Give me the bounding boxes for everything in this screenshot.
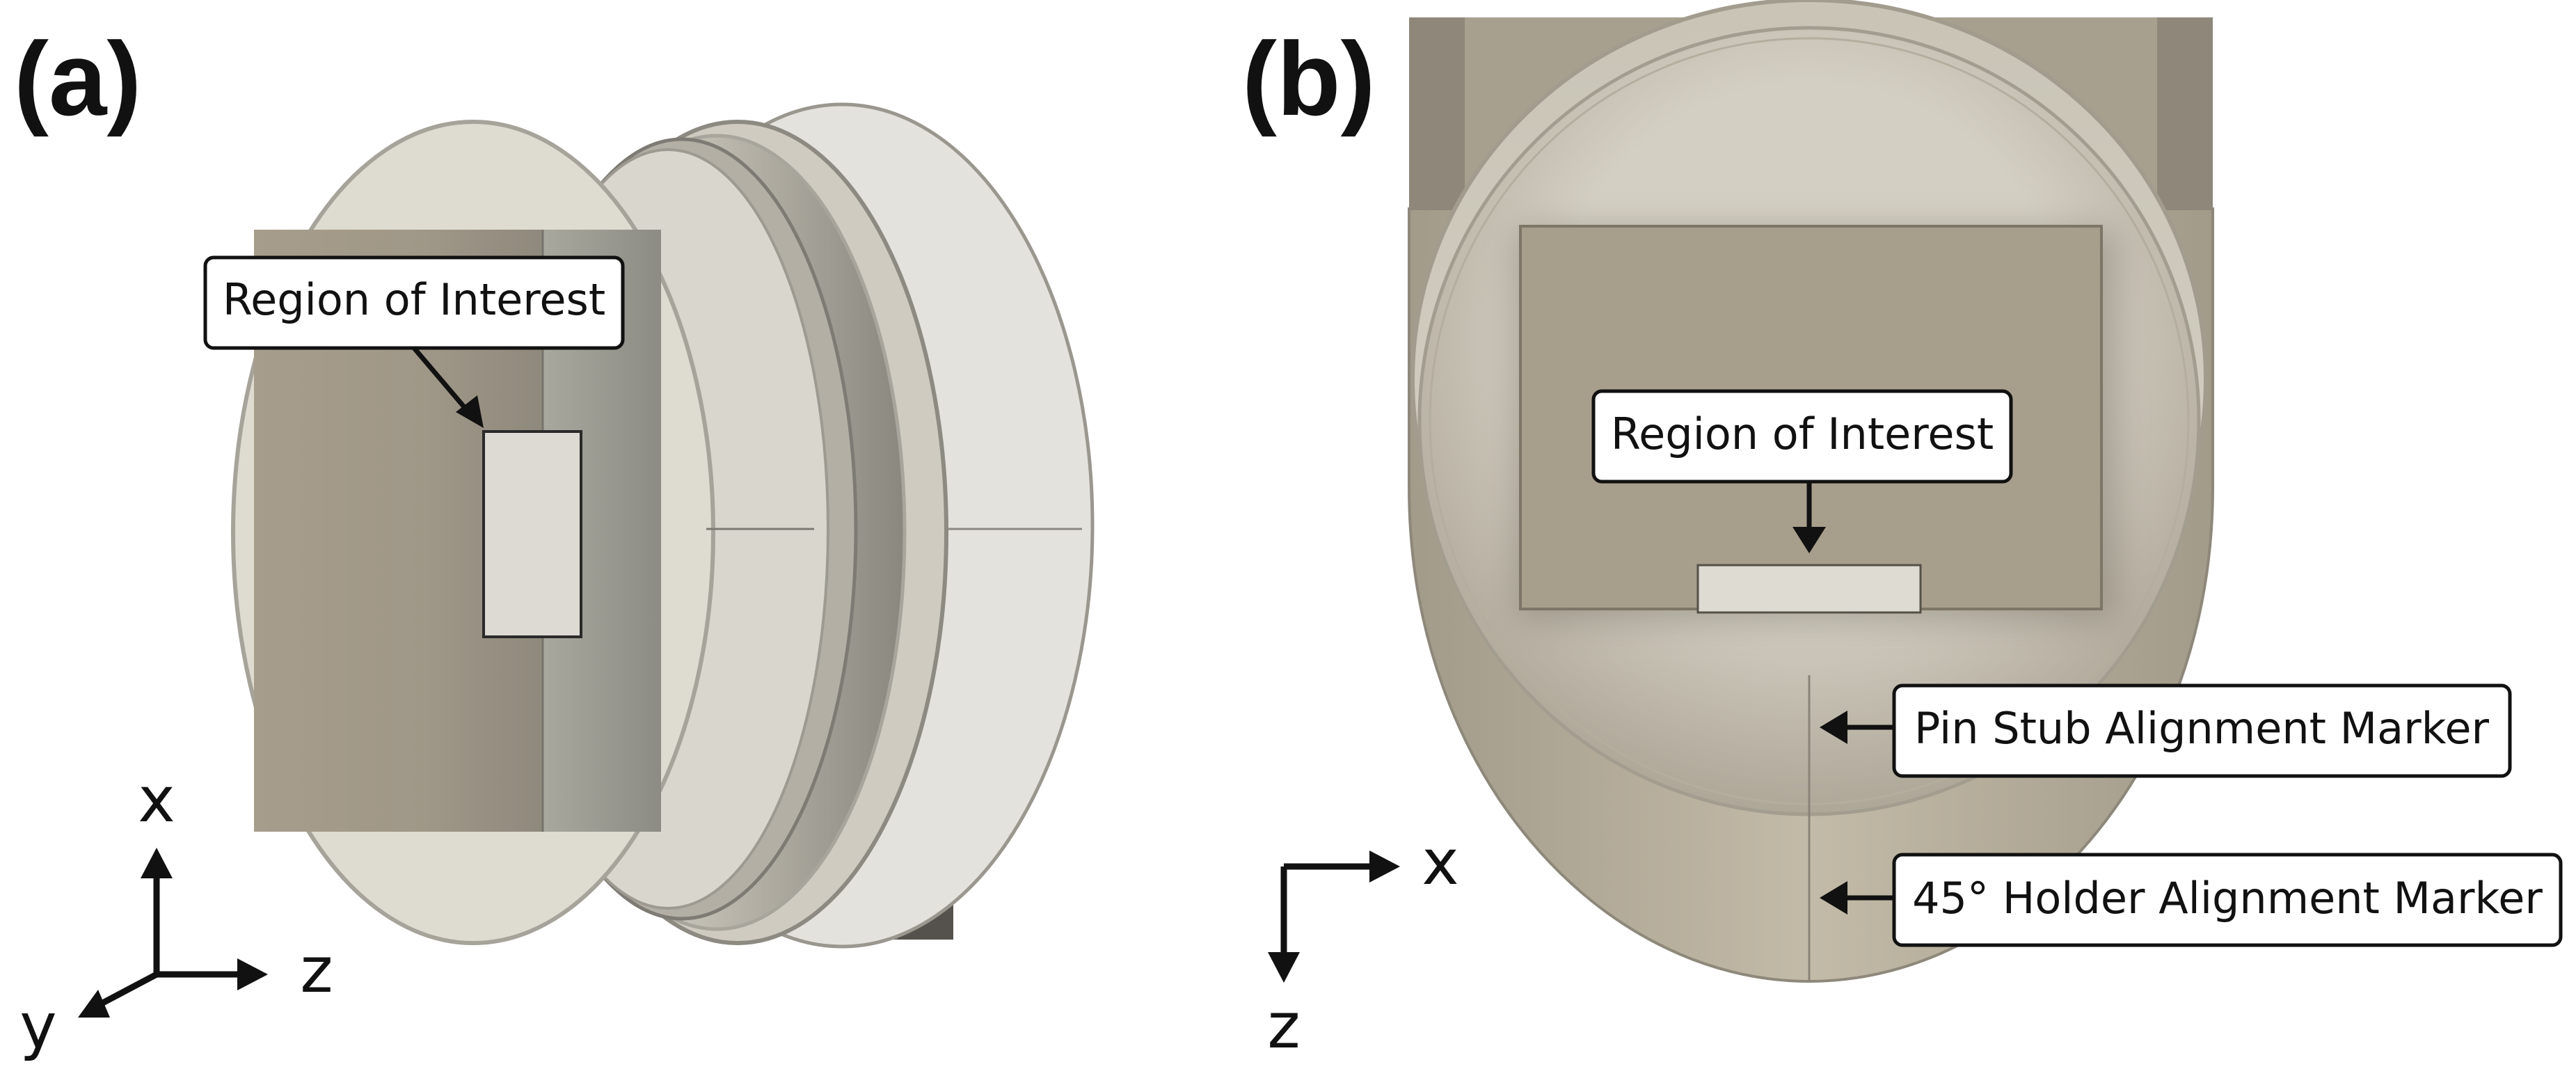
callout-roi-b-text: Region of Interest (1611, 409, 1994, 459)
axis-arrow-right-a (237, 958, 268, 990)
region-of-interest-a (482, 430, 582, 638)
callout-pin-stub-text: Pin Stub Alignment Marker (1914, 703, 2489, 754)
panel-b-label: (b) (1242, 20, 1376, 137)
callout-45-holder-text: 45° Holder Alignment Marker (1912, 873, 2543, 924)
axis-arrow-up-a (141, 848, 173, 878)
panel-b: (b) Region of Interest Pin Stub (1242, 0, 2563, 1063)
arrow-roi-a (412, 346, 475, 420)
axis-label-z-a: z (300, 934, 333, 1007)
axis-arrow-down-b (1268, 952, 1300, 983)
axes-a: x z y (19, 764, 333, 1063)
callout-roi-a: Region of Interest (203, 255, 625, 350)
axis-label-x-a: x (138, 764, 175, 837)
region-of-interest-b (1696, 564, 1922, 614)
axis-arrow-right-b (1369, 850, 1400, 883)
callout-roi-b: Region of Interest (1591, 389, 2013, 484)
panel-a: (a) Region of Interest (14, 20, 1095, 1063)
axis-arrow-diag-a (78, 990, 110, 1018)
callout-pin-stub: Pin Stub Alignment Marker (1892, 683, 2512, 778)
axis-label-z-b: z (1267, 990, 1300, 1063)
axes-b: x z (1267, 826, 1458, 1063)
callout-45-holder: 45° Holder Alignment Marker (1892, 853, 2563, 947)
panel-a-label: (a) (14, 20, 141, 137)
axis-label-y-a: y (19, 990, 56, 1063)
axis-label-x-b: x (1422, 826, 1458, 899)
callout-roi-a-text: Region of Interest (223, 274, 605, 325)
